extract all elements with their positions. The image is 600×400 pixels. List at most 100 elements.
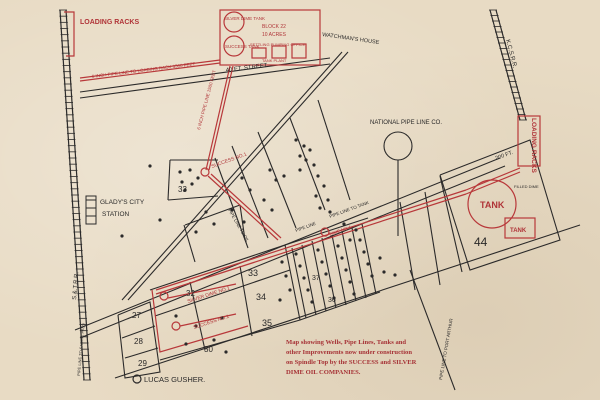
well-dot: [220, 316, 224, 320]
block-label: BLOCK 22: [262, 24, 286, 30]
pipe-line-oil-label: PIPE LINE TO OIL: [227, 208, 250, 243]
filled-dime-label: FILLED DIME: [514, 184, 539, 189]
well-dot: [310, 300, 314, 304]
well-dot: [316, 248, 320, 252]
well-dot: [178, 170, 182, 174]
lot-28-label: 28: [134, 337, 143, 346]
well-dot: [270, 208, 274, 212]
lot-44-label: 44: [474, 235, 488, 249]
well-dot: [308, 148, 312, 152]
well-dot: [148, 164, 152, 168]
acres-label: 10 ACRES: [262, 32, 287, 38]
lot-33-upper-label: 33: [178, 185, 187, 194]
lot-34-label: 34: [256, 292, 266, 302]
ft-200-label: 200 FT.: [495, 150, 515, 162]
well-dot: [240, 176, 244, 180]
streets: [74, 51, 581, 391]
well-dot: [314, 194, 318, 198]
red-improvements: [64, 9, 541, 353]
station-building: [85, 195, 97, 225]
well-dot: [340, 256, 344, 260]
station-label: STATION: [102, 211, 130, 218]
well-dot: [282, 174, 286, 178]
silver-dime-tank-label: SILVER DIME TANK: [224, 16, 265, 21]
well-dot: [352, 292, 356, 296]
lot-36-label: 36: [328, 297, 336, 304]
lot-37-label: 37: [312, 275, 320, 282]
well-dot: [212, 338, 216, 342]
well-dot: [328, 210, 332, 214]
well-dot: [348, 280, 352, 284]
well-dot: [298, 264, 302, 268]
well-dot: [204, 210, 208, 214]
pipe-line-left-label: PIPE LINE TO SABINE PASS: [76, 323, 86, 376]
tank-small-label: TANK: [510, 228, 527, 234]
national-pipe-line-label: NATIONAL PIPE LINE CO.: [370, 120, 442, 126]
well-dot: [298, 168, 302, 172]
well-dot: [288, 288, 292, 292]
sfrr-label: S.&.T.R.R.: [72, 271, 80, 300]
settling-pumping-office-label: SETTLING PUMPING OFFICE: [250, 42, 305, 47]
railroad-east-ties: [489, 9, 527, 121]
well-dot: [320, 260, 324, 264]
tank-big-label: TANK: [480, 200, 505, 210]
well-dot: [158, 218, 162, 222]
well-dot: [278, 298, 282, 302]
well-dot: [336, 244, 340, 248]
well-dot: [294, 138, 298, 142]
well-dot: [326, 198, 330, 202]
tank-plant-label: TANK PLANT: [262, 58, 287, 63]
well-dot: [268, 168, 272, 172]
lot-33-lower-label: 33: [248, 268, 258, 278]
well-dot: [393, 273, 397, 277]
well-dot: [194, 324, 198, 328]
pipe-line-port-arthur-label: PIPE LINE TO PORT ARTHUR: [438, 317, 454, 380]
well-dot: [190, 182, 194, 186]
lot-35-label: 35: [262, 318, 272, 328]
lot-29-label: 29: [138, 359, 147, 368]
well-dot: [248, 188, 252, 192]
well-dot: [184, 342, 188, 346]
well-dot: [366, 262, 370, 266]
well-dot: [274, 178, 278, 182]
well-dot: [362, 250, 366, 254]
well-dot: [183, 188, 187, 192]
lot-27-label: 27: [132, 311, 141, 320]
well-dot: [242, 220, 246, 224]
glady-city-label: GLADY'S CITY: [100, 199, 145, 206]
well-dot: [212, 222, 216, 226]
well-dot: [312, 163, 316, 167]
well-dot: [344, 268, 348, 272]
pipe-line-upper-diag-label: 6 INCH PIPE LINE 1500 FEET: [196, 69, 217, 130]
well-dot: [294, 252, 298, 256]
pipe-line-4in-label: PIPE LINE: [295, 221, 317, 233]
well-dot: [298, 154, 302, 158]
loading-racks-e-label: LOADING RACKS: [530, 118, 537, 174]
lucas-gusher-well: [132, 374, 142, 384]
well-dot: [262, 198, 266, 202]
well-dot: [280, 260, 284, 264]
loading-racks-nw-label: LOADING RACKS: [80, 19, 139, 26]
caption-line-1: Map showing Wells, Pipe Lines, Tanks and: [286, 339, 406, 346]
pipe-line-loading-rack-label: 6 INCH PIPE LINE TO LOADING RACK 3500 FE…: [92, 61, 196, 79]
well-dot: [196, 176, 200, 180]
success-tank-label: SUCCESS TANK: [225, 44, 260, 49]
well-dot: [370, 274, 374, 278]
caption-line-4: DIME OIL COMPANIES.: [286, 369, 361, 376]
well-dot: [194, 230, 198, 234]
well-dot: [322, 184, 326, 188]
lot-32-label: 32: [186, 289, 195, 298]
well-dot: [382, 270, 386, 274]
well-dot: [302, 144, 306, 148]
well-dot: [284, 274, 288, 278]
well-dot: [354, 228, 358, 232]
pipe-line-tank-label: PIPE LINE TO TANK: [329, 200, 370, 219]
well-dot: [188, 168, 192, 172]
well-dot: [304, 158, 308, 162]
well-dots: [120, 138, 397, 354]
well-dot: [316, 174, 320, 178]
well-dot: [328, 284, 332, 288]
caption-line-3: on Spindle Top by the SUCCESS and SILVER: [286, 359, 417, 366]
